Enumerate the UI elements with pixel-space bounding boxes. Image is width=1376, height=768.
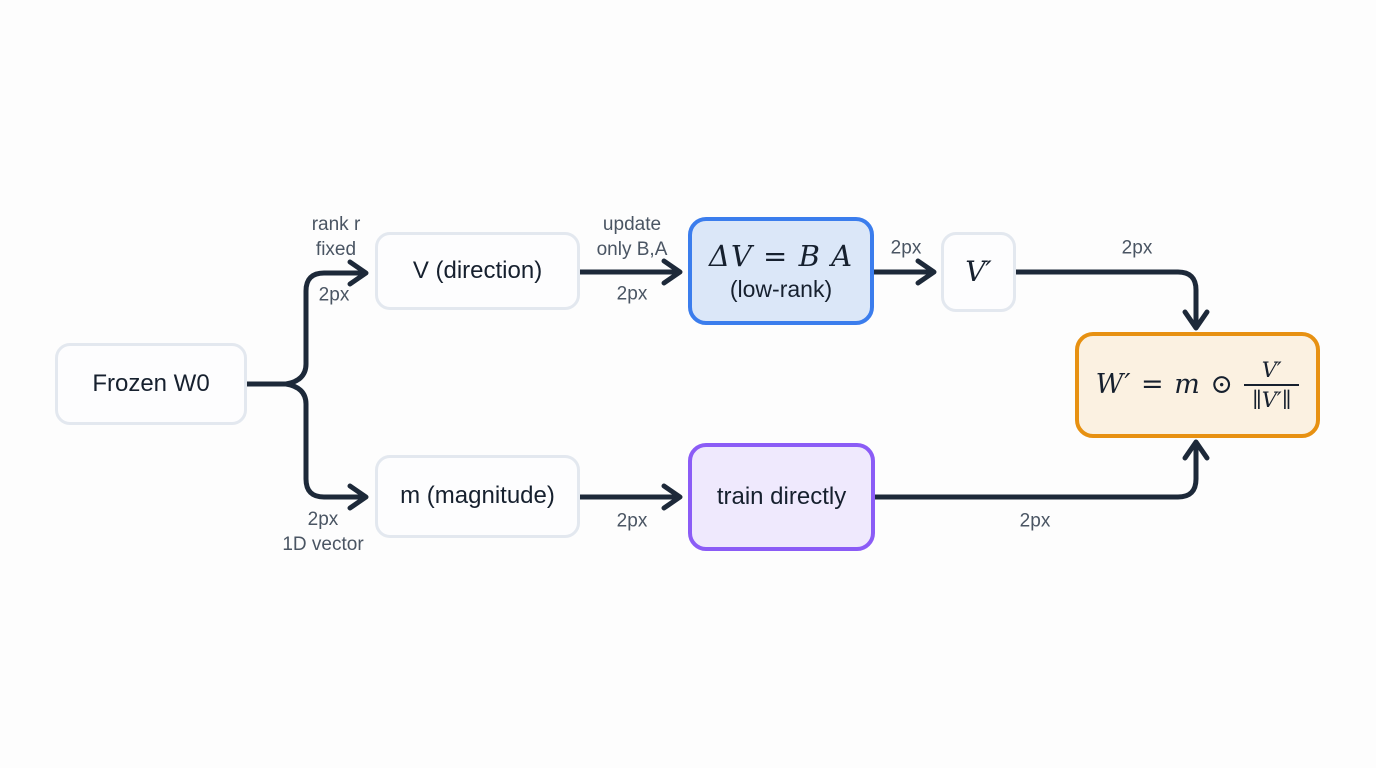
arrowhead-to-train-directly bbox=[661, 483, 683, 511]
edge-label-2px-m-to-train: 2px bbox=[616, 510, 648, 532]
node-w-prime-output: W′ = m ⊙ V′ ∥V′∥ bbox=[1075, 332, 1320, 438]
node-v-direction: V (direction) bbox=[375, 232, 580, 310]
w-prime-formula: W′ = m ⊙ V′ ∥V′∥ bbox=[1096, 358, 1300, 412]
w-prime-numerator: V′ bbox=[1261, 357, 1282, 382]
edge-label-2px-1d-vector: 2px 1D vector bbox=[282, 508, 364, 555]
node-m-magnitude: m (magnitude) bbox=[375, 455, 580, 538]
node-frozen-w0-label: Frozen W0 bbox=[92, 369, 210, 397]
node-delta-v-lowrank: ΔV = B A (low-rank) bbox=[688, 217, 874, 325]
node-v-prime: V′ bbox=[941, 232, 1016, 312]
edge-label-2px-v-to-delta: 2px bbox=[616, 283, 648, 305]
w-prime-denominator: ∥V′∥ bbox=[1244, 384, 1300, 412]
arrowhead-to-delta-v bbox=[661, 258, 683, 286]
edge-label-update-only-ba: update only B,A bbox=[596, 213, 668, 260]
delta-v-subtitle: (low-rank) bbox=[729, 275, 833, 302]
edge-label-2px-train-to-w: 2px bbox=[1019, 510, 1051, 532]
node-m-magnitude-label: m (magnitude) bbox=[400, 482, 555, 510]
edge-v-prime-to-w-prime bbox=[1013, 269, 1199, 325]
arrowhead-to-v-prime bbox=[915, 258, 937, 286]
edge-label-2px-delta-to-vprime: 2px bbox=[890, 237, 922, 259]
arrowhead-to-m-magnitude bbox=[347, 483, 369, 511]
arrowhead-to-v-direction bbox=[347, 259, 369, 287]
node-frozen-w0: Frozen W0 bbox=[55, 343, 247, 425]
node-v-prime-label: V′ bbox=[965, 255, 992, 289]
node-train-directly: train directly bbox=[688, 443, 875, 551]
edge-label-2px-branch-top: 2px bbox=[318, 284, 350, 306]
w-prime-lhs: W′ = m ⊙ bbox=[1095, 368, 1235, 400]
arrowhead-down-to-w-prime bbox=[1182, 309, 1210, 331]
arrowhead-up-to-w-prime bbox=[1182, 439, 1210, 461]
node-train-directly-label: train directly bbox=[716, 482, 847, 510]
edge-label-rank-r-fixed: rank r fixed bbox=[311, 213, 361, 260]
node-v-direction-label: V (direction) bbox=[412, 256, 543, 284]
edge-train-directly-to-w-prime bbox=[872, 445, 1199, 500]
edge-frozen-to-m-magnitude bbox=[283, 381, 367, 500]
w-prime-fraction: V′ ∥V′∥ bbox=[1244, 357, 1300, 412]
edge-label-2px-vprime-to-w: 2px bbox=[1121, 237, 1153, 259]
delta-v-formula: ΔV = B A bbox=[708, 238, 854, 273]
